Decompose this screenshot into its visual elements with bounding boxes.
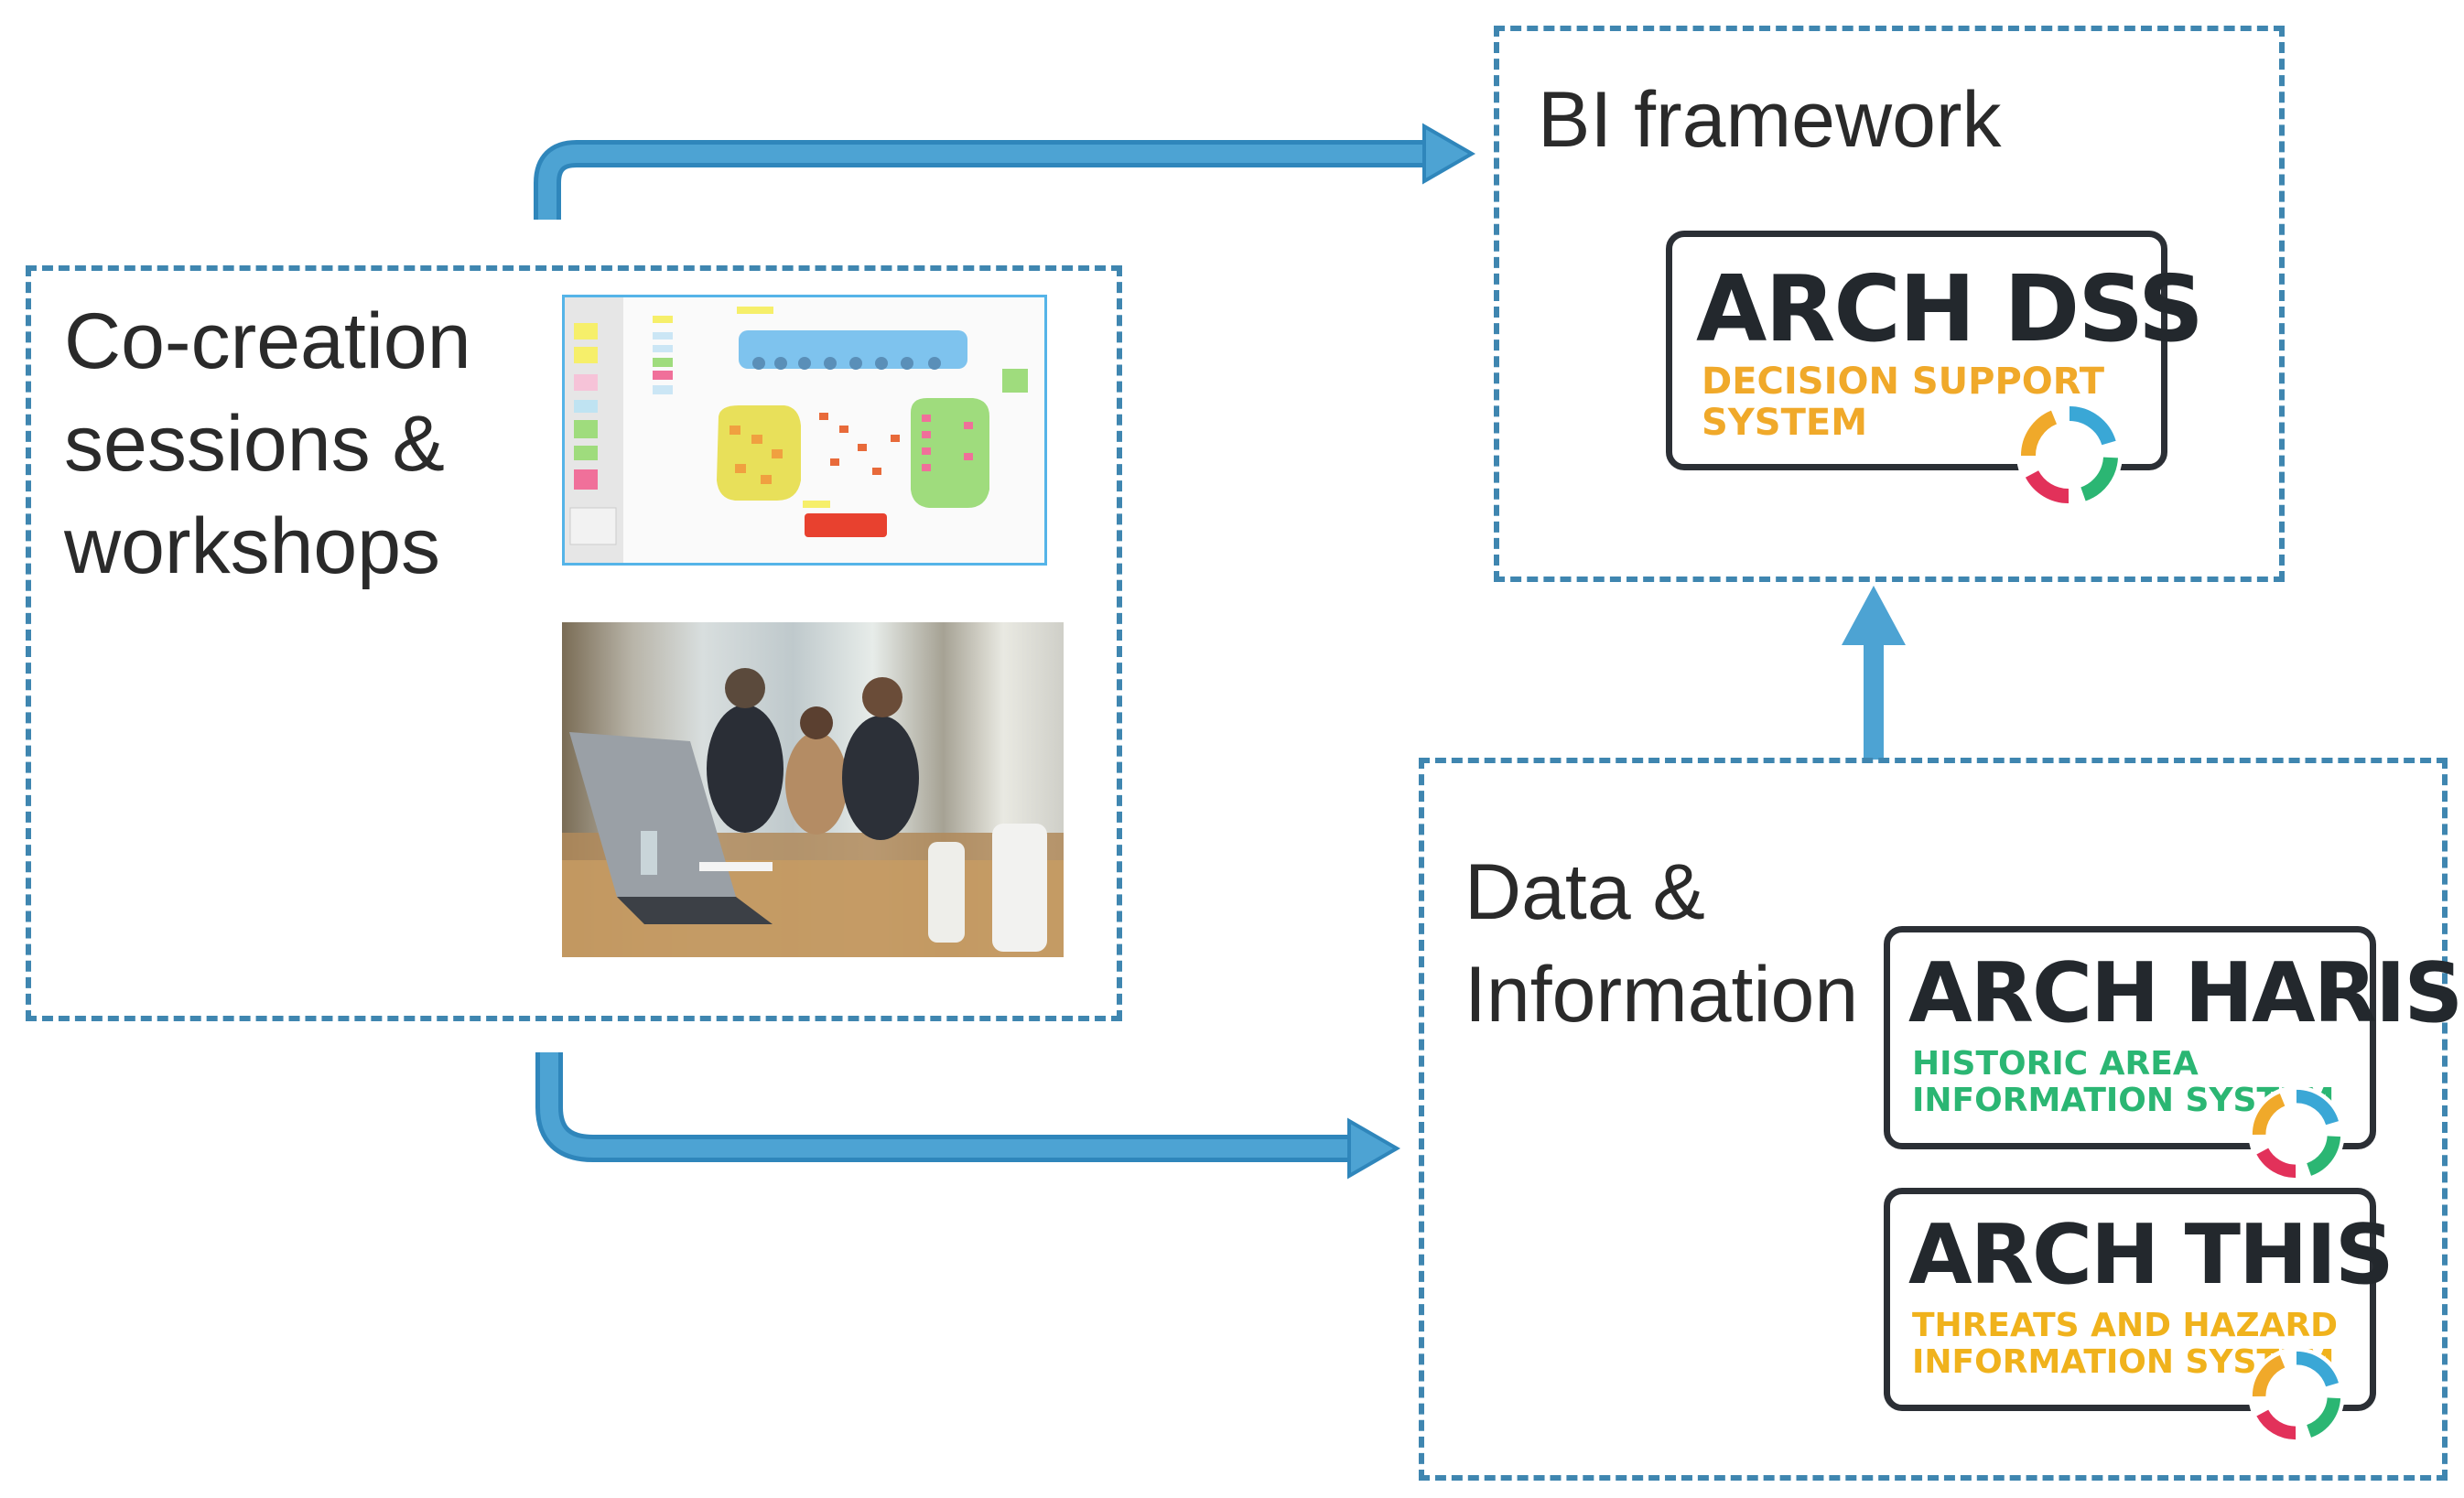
arch-dss-title: ARCH DSS bbox=[1696, 255, 2204, 362]
meeting-photo bbox=[562, 622, 1064, 957]
cocreation-label-line: sessions & bbox=[64, 399, 445, 488]
arrow-cocreation-to-bi bbox=[534, 123, 1476, 220]
arch-dss-subtitle: DECISION SUPPORT SYSTEM bbox=[1702, 361, 2104, 444]
arch-haris-subtitle-line: HISTORIC AREA bbox=[1912, 1045, 2199, 1083]
arch-dss-ring-icon bbox=[2016, 402, 2123, 508]
board-drawing bbox=[565, 297, 1028, 563]
arch-this-logo: ARCH THIS THREATS AND HAZARD INFORMATION… bbox=[1884, 1188, 2394, 1411]
arch-this-subtitle-line: THREATS AND HAZARD bbox=[1912, 1307, 2339, 1344]
arch-this-title: ARCH THIS bbox=[1908, 1207, 2394, 1303]
arch-dss-subtitle-line: DECISION SUPPORT bbox=[1702, 361, 2105, 403]
data-information-label: Data & Information bbox=[1464, 842, 1858, 1047]
meeting-scene bbox=[562, 668, 1064, 957]
cocreation-label-line: workshops bbox=[64, 501, 441, 590]
arch-haris-ring-icon bbox=[2248, 1085, 2345, 1182]
arch-haris-title: ARCH HARIS bbox=[1908, 945, 2463, 1041]
cocreation-box bbox=[26, 265, 1122, 1021]
data-information-box bbox=[1419, 758, 2448, 1481]
workshop-board-image bbox=[562, 295, 1047, 566]
data-information-label-line: Data & bbox=[1464, 848, 1705, 936]
bi-framework-label: BI framework bbox=[1538, 76, 2002, 164]
arch-dss-subtitle-line: SYSTEM bbox=[1702, 401, 1867, 444]
data-information-label-line: Information bbox=[1464, 950, 1859, 1039]
bi-framework-box bbox=[1494, 26, 2285, 582]
cocreation-label: Co-creation sessions & workshops bbox=[64, 291, 471, 598]
cocreation-label-line: Co-creation bbox=[64, 297, 471, 385]
arrow-cocreation-to-data bbox=[535, 1052, 1401, 1180]
arrow-data-to-bi bbox=[1842, 586, 1906, 760]
arch-this-ring-icon bbox=[2248, 1347, 2345, 1444]
